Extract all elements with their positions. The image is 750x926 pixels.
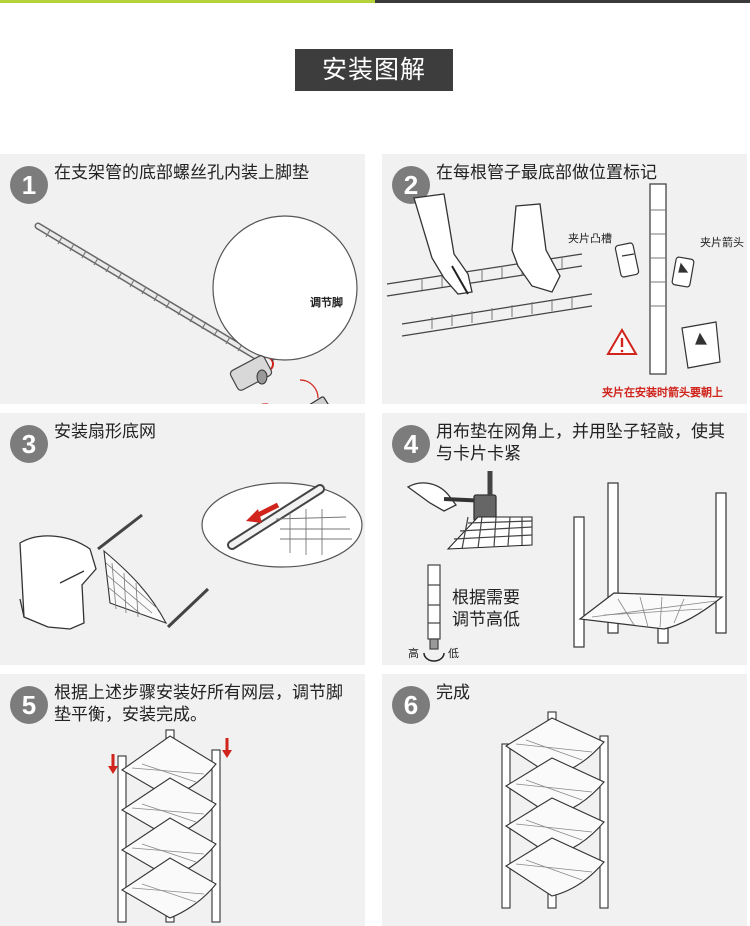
fan-shelf-icon — [97, 513, 210, 629]
step-panel-5: 5 根据上述步骤安装好所有网层，调节脚垫平衡，安装完成。 — [0, 674, 365, 926]
top-accent-dark — [375, 0, 750, 3]
assembled-shelf-illustration — [108, 729, 232, 923]
step-panel-4: 4 用布垫在网角上，并用坠子轻敲，使其与卡片卡紧 — [382, 413, 747, 665]
step-instruction: 根据上述步骤安装好所有网层，调节脚垫平衡，安装完成。 — [54, 683, 343, 725]
kneeling-person-icon — [19, 535, 97, 630]
step-instruction: 完成 — [436, 683, 470, 703]
step-instruction: 在支架管的底部螺丝孔内装上脚垫 — [54, 163, 309, 183]
insert-close-up-icon — [201, 482, 363, 568]
top-accent-bar — [0, 0, 750, 3]
hands-icon — [413, 193, 561, 295]
page-title: 安装图解 — [295, 49, 453, 91]
finished-shelf-illustration — [501, 711, 609, 909]
step-number-badge: 1 — [10, 166, 48, 204]
fan-base-illustration — [19, 482, 363, 630]
top-accent-green — [0, 0, 375, 3]
clip-arrow-label: 夹片箭头 — [700, 236, 744, 249]
clip-close-up-icon — [681, 321, 721, 369]
horizontal-tubes-icon — [386, 253, 593, 337]
adjust-label-line-1: 根据需要 — [452, 588, 520, 608]
warning-label: 夹片在安装时箭头要朝上 — [602, 386, 723, 399]
vertical-pole-icon — [649, 183, 667, 375]
upright-pole-icon — [34, 222, 266, 364]
step-instruction: 安装扇形底网 — [54, 422, 156, 442]
step-panel-3: 3 安装扇形底网 — [0, 413, 365, 665]
clip-groove-icon — [614, 242, 640, 278]
marking-tubes-illustration — [386, 183, 721, 375]
step-number-badge: 3 — [10, 425, 48, 463]
clip-groove-label: 夹片凸槽 — [568, 232, 612, 245]
step-number-badge: 4 — [392, 425, 430, 463]
hammer-hand-icon — [406, 471, 497, 522]
step-number-badge: 6 — [392, 686, 430, 724]
corner-mesh-icon — [446, 516, 533, 550]
clip-arrow-icon — [671, 256, 695, 288]
foot-close-up-icon — [212, 215, 358, 404]
finished-shelf-icon — [501, 711, 609, 909]
high-label: 高 — [408, 647, 419, 660]
foot-label: 调节脚 — [310, 296, 343, 309]
tube-with-foot-illustration — [34, 215, 358, 404]
adjust-foot-pole-icon — [423, 564, 445, 662]
down-arrow-right-icon — [222, 738, 232, 758]
assembled-base-icon — [573, 482, 727, 648]
step-instruction: 在每根管子最底部做位置标记 — [436, 163, 657, 183]
adjust-label-line-2: 调节高低 — [452, 610, 520, 630]
down-arrow-left-icon — [108, 754, 118, 774]
step-instruction: 用布垫在网角上，并用坠子轻敲，使其与卡片卡紧 — [436, 422, 725, 464]
step-panel-2: 2 在每根管子最底部做位置标记 — [382, 154, 747, 404]
step-panel-1: 1 在支架管的底部螺丝孔内装上脚垫 — [0, 154, 365, 404]
four-tier-shelf-icon — [117, 729, 221, 923]
step-panel-6: 6 完成 — [382, 674, 747, 926]
warning-icon — [606, 328, 638, 355]
low-label: 低 — [448, 647, 459, 660]
step-number-badge: 5 — [10, 686, 48, 724]
tapping-illustration — [406, 471, 727, 662]
